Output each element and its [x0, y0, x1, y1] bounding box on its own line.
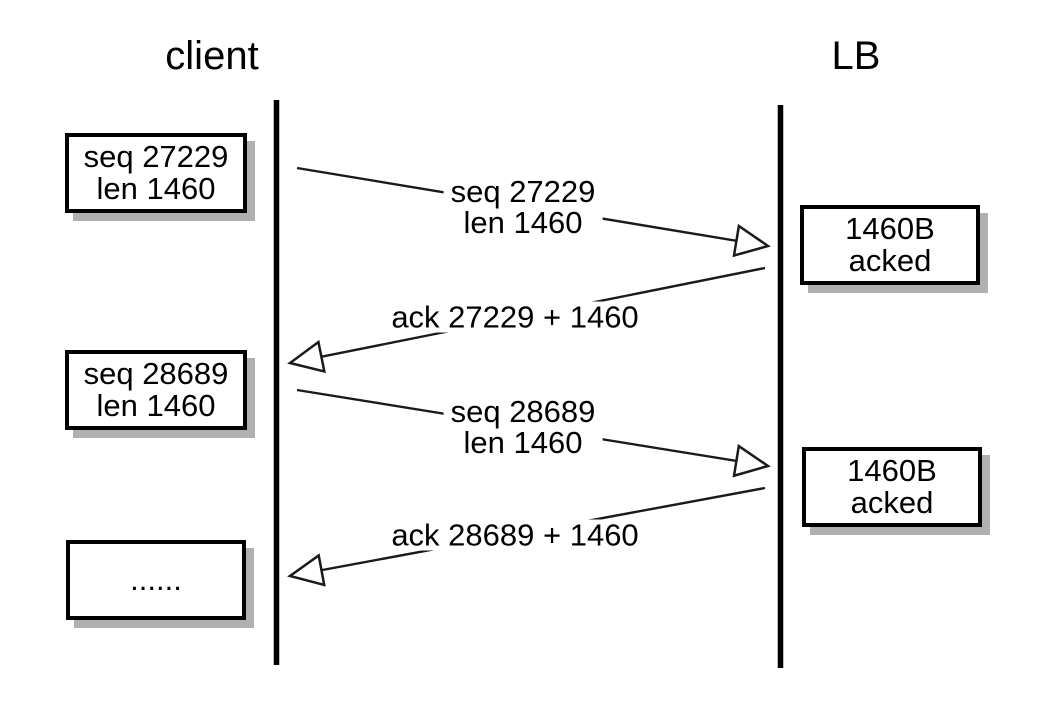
client-event-box-1-line-2: len 1460	[96, 171, 216, 206]
lb-event-box-1: 1460B acked	[800, 205, 980, 285]
message-label-seq-27229: seq 27229 len 1460	[443, 174, 603, 240]
lb-event-box-2-line-2: acked	[850, 485, 934, 520]
message-label-seq-27229-line-1: seq 27229	[450, 174, 596, 209]
client-event-box-1-line-1: seq 27229	[83, 139, 229, 174]
lb-event-box-2: 1460B acked	[802, 447, 982, 527]
message-label-ack-28689: ack 28689 + 1460	[384, 517, 646, 553]
message-label-seq-28689-line-2: len 1460	[463, 425, 583, 460]
actor-lb-label: LB	[831, 34, 881, 78]
actor-client-label: client	[165, 34, 259, 78]
client-event-box-3: ......	[66, 540, 246, 620]
client-event-box-1: seq 27229 len 1460	[65, 133, 247, 213]
message-label-seq-28689: seq 28689 len 1460	[443, 394, 603, 460]
client-event-box-3-line-1: ......	[130, 562, 182, 597]
client-event-box-2-line-2: len 1460	[96, 388, 216, 423]
message-label-seq-27229-line-2: len 1460	[463, 205, 583, 240]
lb-event-box-1-line-2: acked	[848, 243, 932, 278]
client-event-box-2-line-1: seq 28689	[83, 356, 229, 391]
message-label-ack-27229: ack 27229 + 1460	[384, 299, 646, 335]
client-event-box-2: seq 28689 len 1460	[65, 350, 247, 430]
lb-event-box-2-line-1: 1460B	[847, 453, 937, 488]
lb-event-box-1-line-1: 1460B	[845, 211, 935, 246]
message-label-seq-28689-line-1: seq 28689	[450, 394, 596, 429]
message-label-ack-28689-line-1: ack 28689 + 1460	[391, 517, 639, 553]
message-label-ack-27229-line-1: ack 27229 + 1460	[391, 299, 639, 335]
